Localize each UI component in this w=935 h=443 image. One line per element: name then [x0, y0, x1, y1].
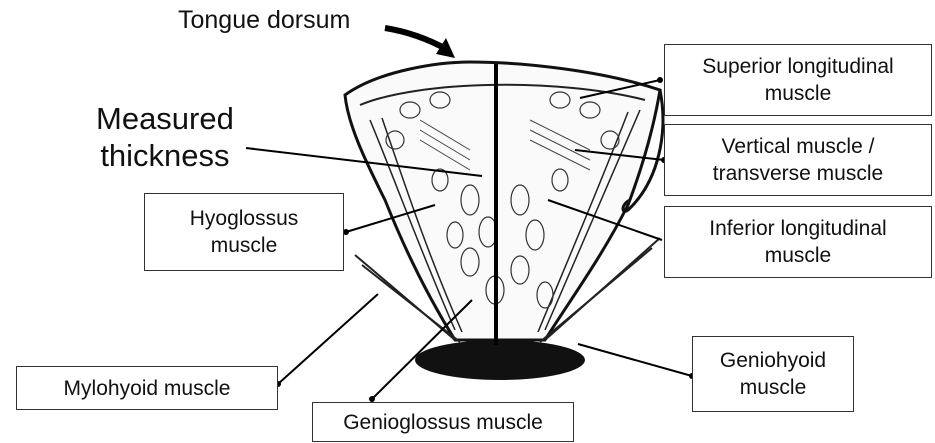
genioglossus-label: Genioglossus muscle: [312, 402, 574, 442]
vertical-transverse-label: Vertical muscle / transverse muscle: [664, 124, 932, 196]
tongue-dorsum-label: Tongue dorsum: [178, 6, 350, 35]
inferior-longitudinal-label: Inferior longitudinal muscle: [664, 206, 932, 278]
hyoglossus-label: Hyoglossus muscle: [144, 193, 344, 271]
tongue-dorsum-arrow: [385, 28, 448, 50]
geniohyoid-label: Geniohyoid muscle: [692, 336, 854, 412]
superior-longitudinal-label: Superior longitudinal muscle: [664, 44, 932, 116]
measured-thickness-label: Measured thickness: [96, 100, 234, 174]
mylohyoid-label: Mylohyoid muscle: [16, 366, 278, 410]
geniohyoid-base-shape: [415, 340, 585, 380]
